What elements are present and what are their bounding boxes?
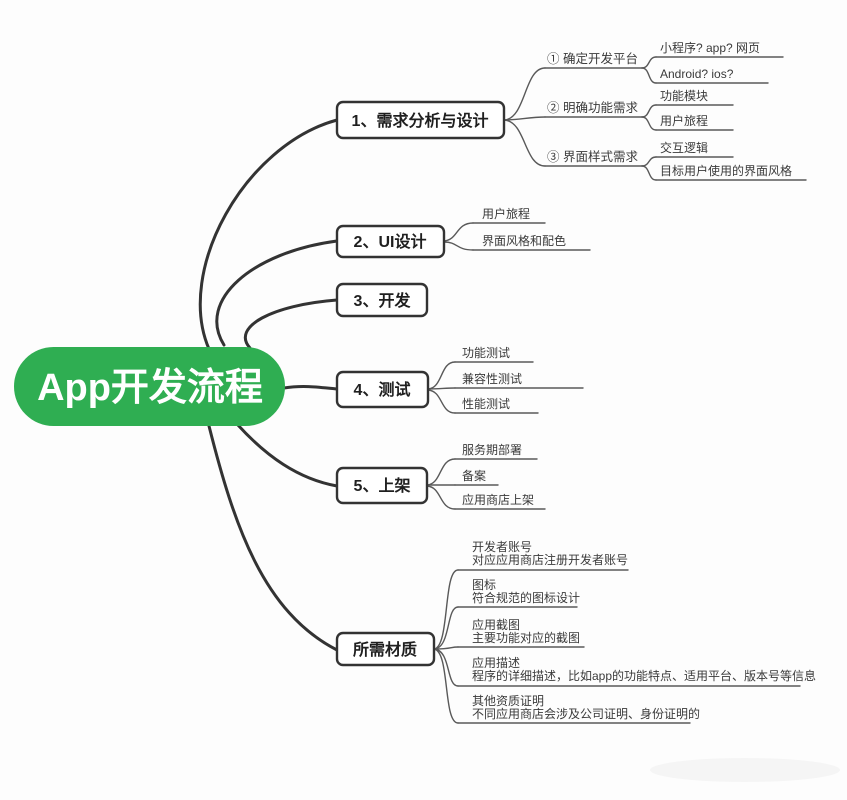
- branch-box-2[interactable]: [335, 224, 446, 259]
- branch-box-5[interactable]: [335, 466, 429, 505]
- connector-branch2-leaf2: [443, 241, 474, 251]
- branch-label-2: 2、UI设计: [354, 232, 427, 251]
- leaf-label[interactable]: 功能模块: [660, 89, 708, 103]
- connector-root-branch1: [198, 118, 339, 351]
- subtopic-label[interactable]: ③ 界面样式需求: [547, 149, 638, 164]
- subtopic-label[interactable]: ② 明确功能需求: [547, 101, 638, 115]
- branch-node-4[interactable]: 4、测试: [335, 370, 430, 409]
- leaf-label[interactable]: 功能测试: [462, 345, 510, 360]
- branch-node-6[interactable]: 所需材质: [335, 631, 436, 667]
- connector-branch6-leaf4: [433, 648, 459, 687]
- connector-branch6-leaf2: [433, 606, 459, 650]
- leaf-desc: 程序的详细描述，比如app的功能特点、适用平台、版本号等信息: [472, 668, 816, 683]
- connector-branch4-leaf1: [427, 361, 456, 390]
- branch-node-1[interactable]: 1、需求分析与设计: [335, 100, 506, 140]
- leaf-label[interactable]: 小程序? app? 网页: [660, 40, 760, 55]
- branch-label-1: 1、需求分析与设计: [352, 111, 489, 130]
- connector-root-branch6: [207, 424, 339, 652]
- leaf-label[interactable]: 界面风格和配色: [482, 233, 566, 248]
- connector-branch6-leaf5: [433, 648, 459, 724]
- branch-label-6: 所需材质: [353, 640, 417, 659]
- connector-sub3-leaf1: [641, 156, 657, 167]
- root-node[interactable]: App开发流程: [14, 347, 285, 426]
- root-node-label: App开发流程: [37, 367, 263, 409]
- connector-sub3-leaf2: [641, 165, 657, 181]
- leaf-label[interactable]: 应用截图: [472, 617, 520, 632]
- leaf-label[interactable]: 服务期部署: [462, 442, 522, 457]
- branch-box-6[interactable]: [335, 631, 436, 667]
- leaf-label[interactable]: 开发者账号: [472, 539, 532, 554]
- branch-node-5[interactable]: 5、上架: [335, 466, 429, 505]
- connector-root-branch3: [243, 298, 339, 350]
- branch-node-3[interactable]: 3、开发: [335, 282, 429, 318]
- branch-box-1[interactable]: [335, 100, 506, 140]
- leaf-desc: 符合规范的图标设计: [472, 590, 580, 605]
- leaf-label[interactable]: 备案: [462, 468, 486, 483]
- leaf-label[interactable]: 应用商店上架: [462, 492, 534, 507]
- leaf-label[interactable]: 其他资质证明: [472, 694, 544, 708]
- connector-root-branch5: [235, 422, 339, 488]
- leaf-desc: 不同应用商店会涉及公司证明、身份证明的: [472, 706, 700, 721]
- leaf-label[interactable]: 应用描述: [472, 655, 520, 670]
- leaf-label[interactable]: 交互逻辑: [660, 140, 708, 155]
- connector-root-branch2: [215, 239, 339, 347]
- leaf-label[interactable]: 用户旅程: [482, 206, 530, 221]
- branch-box-4[interactable]: [335, 370, 430, 409]
- leaf-desc: 主要功能对应的截图: [472, 630, 580, 645]
- watermark: [650, 758, 840, 782]
- connector-branch4-leaf3: [427, 389, 456, 414]
- connector-sub1-leaf1: [641, 56, 657, 69]
- connector-branch1-sub1: [503, 67, 546, 121]
- leaf-label[interactable]: 用户旅程: [660, 113, 708, 128]
- connector-branch6-leaf1: [433, 569, 459, 650]
- branch-node-2[interactable]: 2、UI设计: [335, 224, 446, 259]
- connector-branch5-leaf1: [426, 458, 456, 486]
- connector-branch4-leaf2: [427, 387, 456, 390]
- connector-branch5-leaf3: [426, 485, 456, 510]
- leaf-label[interactable]: 目标用户使用的界面风格: [660, 163, 792, 178]
- connector-sub2-leaf2: [641, 116, 657, 131]
- leaf-desc: 对应应用商店注册开发者账号: [472, 552, 628, 567]
- branch-label-3: 3、开发: [354, 291, 412, 310]
- connector-branch6-leaf3: [433, 646, 459, 650]
- connector-branch2-leaf1: [443, 222, 474, 242]
- branch-box-3[interactable]: [335, 282, 429, 318]
- connector-branch1-sub3: [503, 119, 546, 167]
- connector-sub1-leaf2: [641, 67, 657, 84]
- root-node-pill[interactable]: [14, 347, 285, 426]
- leaf-label[interactable]: 兼容性测试: [462, 371, 522, 386]
- branch-label-5: 5、上架: [354, 476, 411, 495]
- connector-sub2-leaf1: [641, 104, 657, 118]
- branch-label-4: 4、测试: [354, 380, 411, 399]
- connector-root-branch4: [282, 384, 339, 391]
- subtopic-label[interactable]: ① 确定开发平台: [547, 51, 638, 66]
- leaf-label[interactable]: 图标: [472, 578, 496, 592]
- leaf-label[interactable]: Android? ios?: [660, 67, 734, 81]
- leaf-label[interactable]: 性能测试: [462, 396, 510, 411]
